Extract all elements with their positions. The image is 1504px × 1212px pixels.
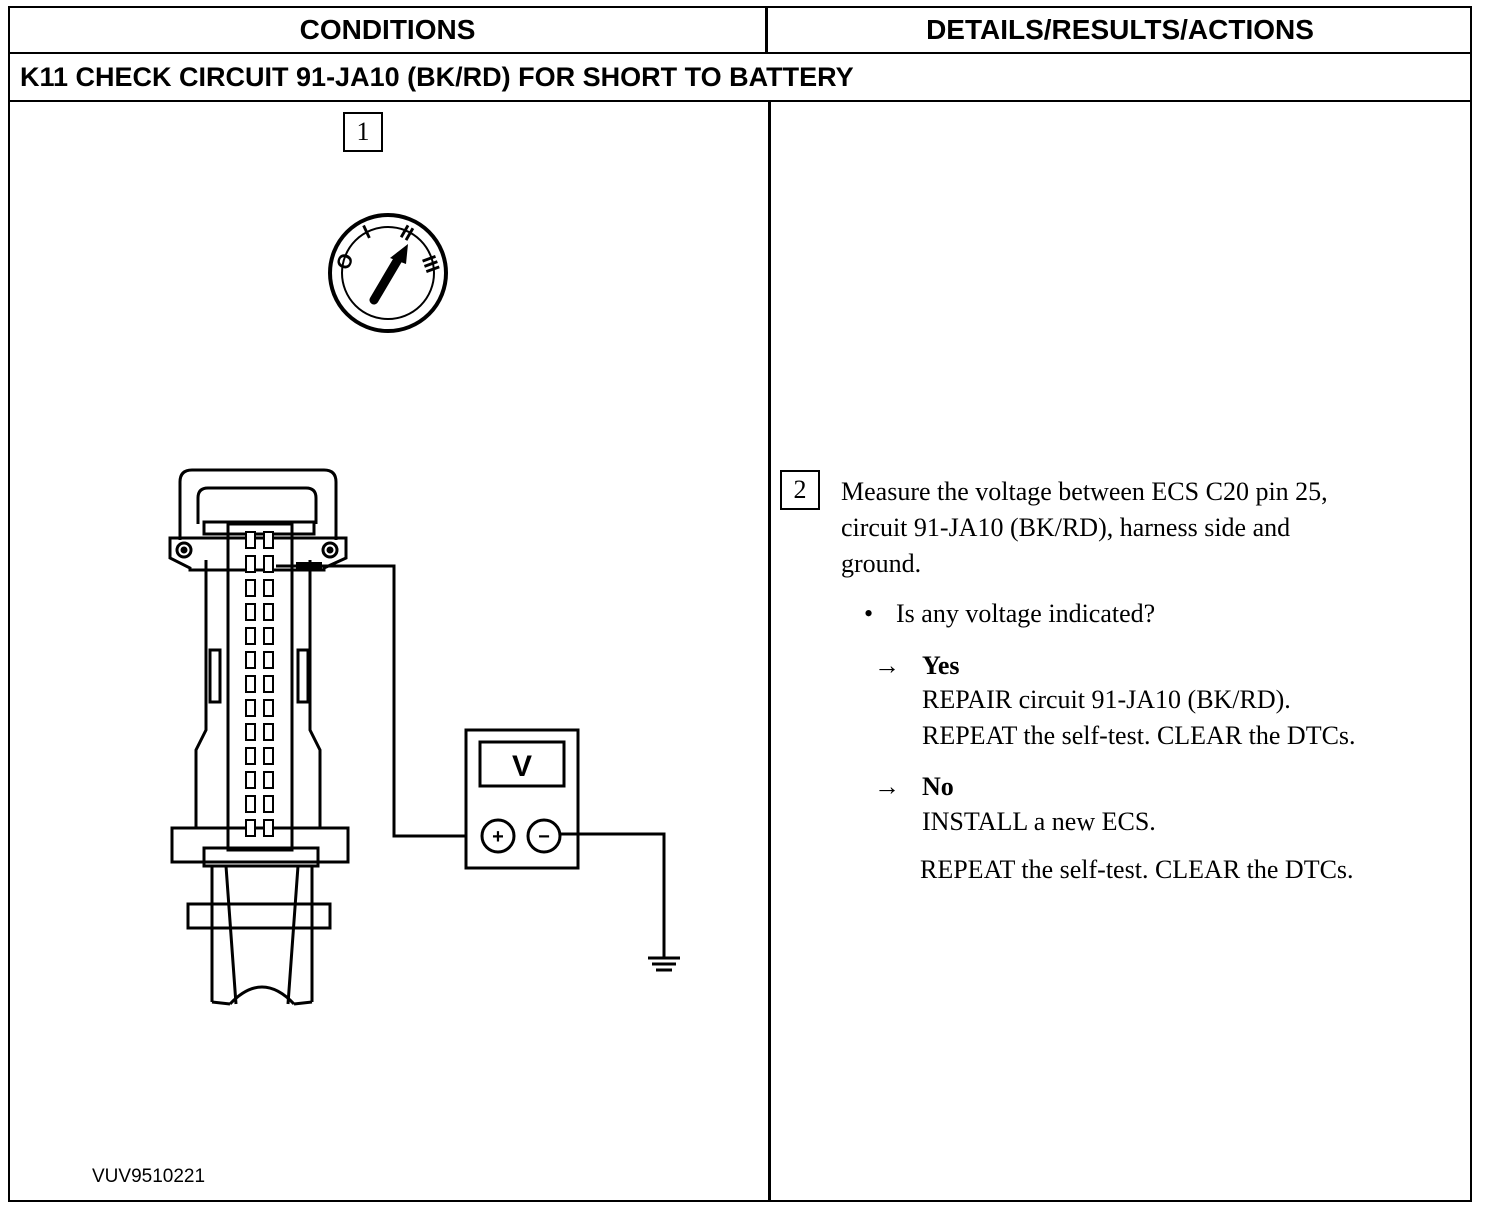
connector-pin <box>263 675 274 693</box>
ignition-pos-0: O <box>333 251 359 273</box>
connector-pin <box>245 771 256 789</box>
no-label: No <box>922 772 954 801</box>
connector-pin <box>245 531 256 549</box>
connector-pin <box>263 819 274 837</box>
connector-pin <box>263 579 274 597</box>
question-bullet: • <box>864 599 874 628</box>
ecs-connector-c20 <box>168 468 350 1006</box>
connector-pin <box>245 555 256 573</box>
connector-pin <box>263 627 274 645</box>
step-1-box: 1 <box>343 112 383 152</box>
yes-action-line: REPEAT the self-test. CLEAR the DTCs. <box>922 721 1356 750</box>
connector-pin <box>245 795 256 813</box>
instruction-line: circuit 91-JA10 (BK/RD), harness side an… <box>841 513 1291 542</box>
connector-pin <box>263 771 274 789</box>
yes-action-line: REPAIR circuit 91-JA10 (BK/RD). <box>922 685 1291 714</box>
meter-plus: + <box>492 826 504 848</box>
probe-lead <box>276 564 482 838</box>
ignition-switch-icon: O I II III <box>328 213 448 333</box>
connector-pin <box>245 627 256 645</box>
ground-icon <box>648 956 680 972</box>
step-2-instruction: Measure the voltage between ECS C20 pin … <box>841 474 1328 582</box>
instruction-line: ground. <box>841 549 922 578</box>
yes-label: Yes <box>922 651 960 680</box>
connector-pins <box>245 531 274 837</box>
connector-pin <box>263 603 274 621</box>
connector-pin <box>245 747 256 765</box>
details-header: DETAILS/RESULTS/ACTIONS <box>768 8 1472 54</box>
connector-pin <box>263 699 274 717</box>
conditions-header: CONDITIONS <box>10 8 768 54</box>
connector-pin <box>245 819 256 837</box>
figure-id: VUV9510221 <box>92 1166 206 1187</box>
connector-pin <box>245 723 256 741</box>
meter-label: V <box>512 750 532 783</box>
no-arrow-icon: → <box>874 772 900 801</box>
no-action-line: REPEAT the self-test. CLEAR the DTCs. <box>920 855 1354 884</box>
connector-pin <box>245 603 256 621</box>
instruction-line: Measure the voltage between ECS C20 pin … <box>841 477 1328 506</box>
connector-pin <box>263 723 274 741</box>
yes-actions: REPAIR circuit 91-JA10 (BK/RD). REPEAT t… <box>922 682 1356 754</box>
connector-pin <box>245 699 256 717</box>
voltmeter-icon: V + − <box>464 728 580 870</box>
connector-pin <box>263 747 274 765</box>
connector-pin <box>245 579 256 597</box>
column-divider <box>768 102 771 1202</box>
connector-pin <box>263 555 274 573</box>
test-title: K11 CHECK CIRCUIT 91-JA10 (BK/RD) FOR SH… <box>10 54 1470 102</box>
yes-arrow-icon: → <box>874 651 900 680</box>
question-text: Is any voltage indicated? <box>896 599 1156 628</box>
connector-pin <box>263 531 274 549</box>
meter-minus: − <box>538 826 550 848</box>
connector-pin <box>245 675 256 693</box>
ignition-pos-3: III <box>417 253 443 276</box>
procedure-table: CONDITIONS DETAILS/RESULTS/ACTIONS K11 C… <box>8 6 1472 1202</box>
ground-lead <box>560 832 666 958</box>
connector-pin <box>263 795 274 813</box>
step-2-box: 2 <box>780 470 820 510</box>
connector-pin <box>263 651 274 669</box>
connector-pin <box>245 651 256 669</box>
no-action-line: INSTALL a new ECS. <box>922 807 1156 836</box>
